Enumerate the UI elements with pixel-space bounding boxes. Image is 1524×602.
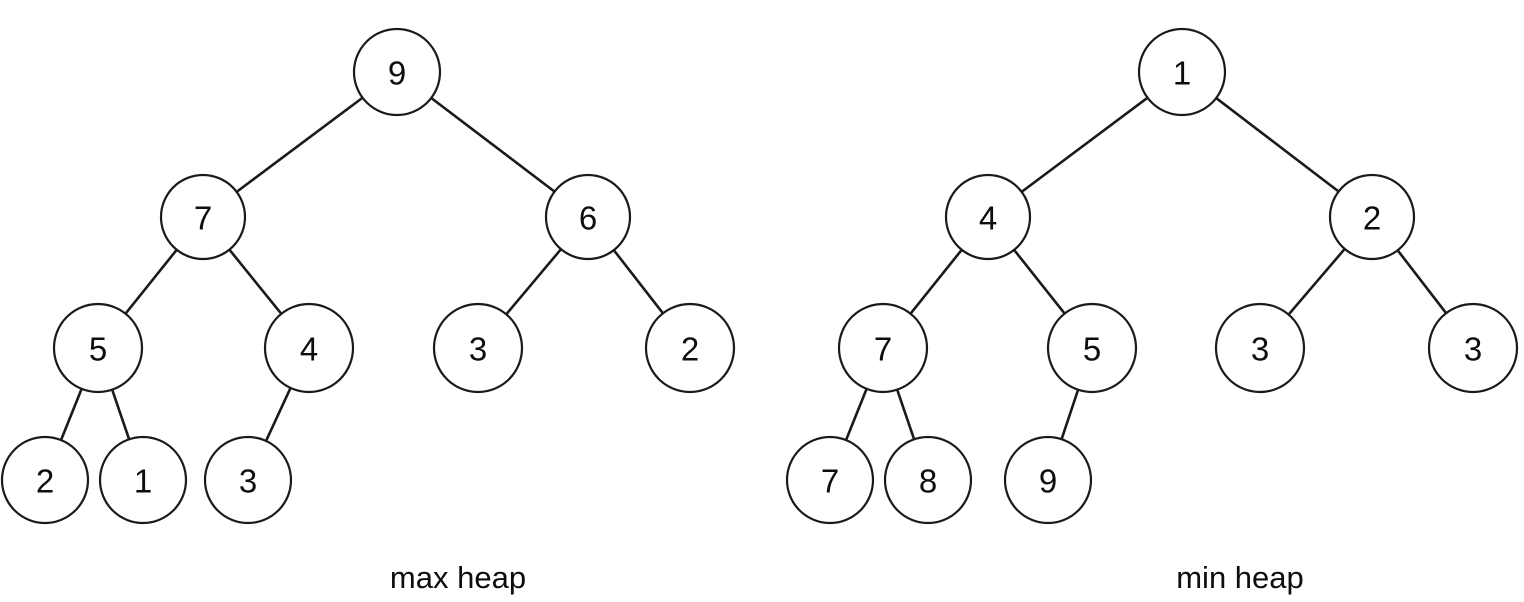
tree-node[interactable]: 8 bbox=[883, 435, 973, 525]
node-circle bbox=[644, 302, 736, 394]
figures-layer: 9 7 6 5 4 3 2 2 1 3 max heap 1 4 2 7 5 3 3 7 8 9 min heap bbox=[0, 27, 1519, 595]
node-circle bbox=[263, 302, 355, 394]
tree-node[interactable]: 9 bbox=[352, 27, 442, 117]
edges-group bbox=[844, 96, 1448, 442]
tree-edge-m3-m7 bbox=[59, 387, 83, 442]
node-value-label: 2 bbox=[681, 331, 699, 368]
tree-edge-n2-n5 bbox=[1287, 247, 1347, 316]
node-circle bbox=[352, 27, 442, 117]
tree-edge-m3-m8 bbox=[110, 388, 131, 441]
node-circle bbox=[1003, 435, 1093, 525]
node-circle bbox=[1214, 302, 1306, 394]
tree-node[interactable]: 7 bbox=[785, 435, 875, 525]
node-circle bbox=[1328, 173, 1416, 261]
node-circle bbox=[203, 435, 293, 525]
tree-edge-m4-m9 bbox=[264, 386, 292, 443]
tree-edge-n1-n4 bbox=[1012, 248, 1066, 315]
tree-edge-m1-m4 bbox=[228, 248, 283, 316]
node-circle bbox=[52, 302, 144, 394]
node-value-label: 4 bbox=[979, 200, 997, 237]
tree-edge-n3-n7 bbox=[844, 387, 868, 442]
tree-edge-n1-n3 bbox=[909, 248, 964, 315]
node-value-label: 7 bbox=[874, 331, 892, 368]
node-circle bbox=[544, 173, 632, 261]
node-circle bbox=[1046, 302, 1138, 394]
tree-node[interactable]: 3 bbox=[203, 435, 293, 525]
node-value-label: 3 bbox=[469, 331, 487, 368]
tree-edge-m2-m5 bbox=[504, 247, 563, 316]
tree-node[interactable]: 7 bbox=[837, 302, 929, 394]
node-value-label: 2 bbox=[1363, 200, 1381, 237]
tree-edge-n3-n8 bbox=[895, 388, 916, 441]
node-circle bbox=[837, 302, 929, 394]
tree-node[interactable]: 9 bbox=[1003, 435, 1093, 525]
tree-node[interactable]: 2 bbox=[0, 435, 90, 525]
node-circle bbox=[1427, 302, 1519, 394]
node-value-label: 8 bbox=[919, 463, 937, 500]
node-circle bbox=[883, 435, 973, 525]
node-value-label: 7 bbox=[194, 200, 212, 237]
node-circle bbox=[0, 435, 90, 525]
heap-figure-min-heap: 1 4 2 7 5 3 3 7 8 9 min heap bbox=[785, 27, 1519, 595]
node-circle bbox=[944, 173, 1032, 261]
tree-edge-n0-n1 bbox=[1020, 96, 1149, 194]
tree-node[interactable]: 4 bbox=[944, 173, 1032, 261]
tree-node[interactable]: 2 bbox=[1328, 173, 1416, 261]
figure-caption-max-heap: max heap bbox=[390, 560, 526, 595]
node-value-label: 3 bbox=[1464, 331, 1482, 368]
node-circle bbox=[159, 173, 247, 261]
tree-node[interactable]: 5 bbox=[52, 302, 144, 394]
figure-caption-min-heap: min heap bbox=[1176, 560, 1304, 595]
tree-node[interactable]: 4 bbox=[263, 302, 355, 394]
node-value-label: 1 bbox=[134, 463, 152, 500]
tree-node[interactable]: 1 bbox=[98, 435, 188, 525]
node-value-label: 5 bbox=[89, 331, 107, 368]
node-circle bbox=[98, 435, 188, 525]
node-value-label: 5 bbox=[1083, 331, 1101, 368]
node-value-label: 2 bbox=[36, 463, 54, 500]
tree-node[interactable]: 5 bbox=[1046, 302, 1138, 394]
node-value-label: 3 bbox=[239, 463, 257, 500]
heap-figure-max-heap: 9 7 6 5 4 3 2 2 1 3 max heap bbox=[0, 27, 736, 595]
tree-edge-m2-m6 bbox=[612, 248, 665, 315]
node-value-label: 4 bbox=[300, 331, 318, 368]
node-value-label: 1 bbox=[1173, 55, 1191, 92]
tree-edge-m0-m2 bbox=[429, 96, 556, 193]
node-value-label: 6 bbox=[579, 200, 597, 237]
tree-node[interactable]: 3 bbox=[1427, 302, 1519, 394]
node-value-label: 7 bbox=[821, 463, 839, 500]
node-value-label: 9 bbox=[388, 55, 406, 92]
edges-group bbox=[59, 96, 665, 443]
tree-node[interactable]: 2 bbox=[644, 302, 736, 394]
node-circle bbox=[785, 435, 875, 525]
tree-edge-m0-m1 bbox=[235, 96, 364, 194]
tree-edge-n4-n9 bbox=[1060, 388, 1080, 441]
tree-edge-n0-n2 bbox=[1214, 96, 1340, 193]
tree-node[interactable]: 6 bbox=[544, 173, 632, 261]
tree-node[interactable]: 1 bbox=[1137, 27, 1227, 117]
tree-node[interactable]: 3 bbox=[1214, 302, 1306, 394]
node-circle bbox=[432, 302, 524, 394]
node-circle bbox=[1137, 27, 1227, 117]
tree-node[interactable]: 7 bbox=[159, 173, 247, 261]
tree-edge-n2-n6 bbox=[1396, 248, 1448, 315]
node-value-label: 3 bbox=[1251, 331, 1269, 368]
tree-edge-m1-m3 bbox=[124, 248, 179, 315]
node-value-label: 9 bbox=[1039, 463, 1057, 500]
tree-node[interactable]: 3 bbox=[432, 302, 524, 394]
